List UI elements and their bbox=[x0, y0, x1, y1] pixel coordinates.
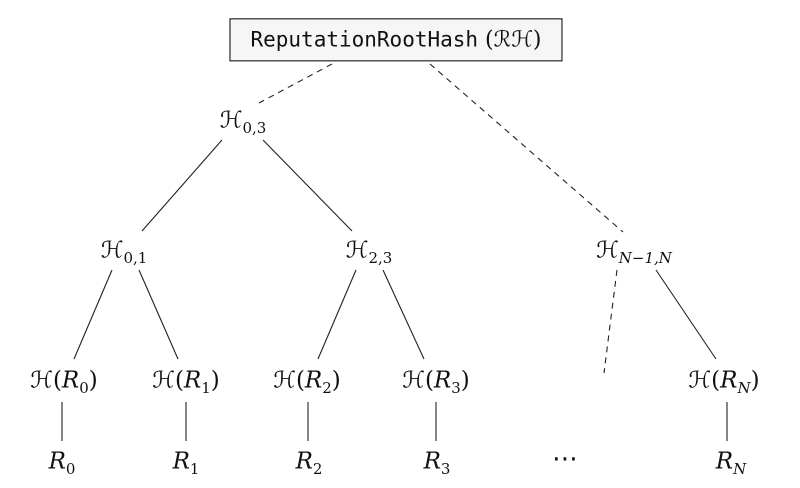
node-hash-rn-open: ℋ( bbox=[688, 367, 721, 394]
leaf-rn: RN bbox=[715, 448, 746, 476]
node-hash-r1-sub: 1 bbox=[201, 378, 211, 397]
node-hash-rn-sub: N bbox=[737, 378, 751, 397]
node-h-2-3-sub: 2,3 bbox=[368, 248, 393, 267]
leaf-rn-sub: N bbox=[733, 459, 747, 478]
node-h-0-1: ℋ0,1 bbox=[100, 237, 148, 265]
root-hash-label: ReputationRootHash bbox=[250, 27, 479, 52]
leaf-r3: R3 bbox=[423, 448, 451, 476]
node-hash-r0-var: R bbox=[61, 367, 80, 394]
root-hash-box: ReputationRootHash (ℛℋ) bbox=[229, 18, 563, 62]
edge-h01-to-hr0 bbox=[73, 269, 113, 360]
leaf-rn-var: R bbox=[715, 448, 734, 475]
node-h-n1-n: ℋN−1,N bbox=[596, 237, 672, 265]
node-h-0-3-sub: 0,3 bbox=[242, 118, 267, 137]
leaf-r2: R2 bbox=[295, 448, 323, 476]
leaf-r0: R0 bbox=[48, 448, 76, 476]
node-hash-r3-var: R bbox=[433, 367, 452, 394]
node-hash-r1: ℋ(R1) bbox=[152, 367, 220, 395]
node-hash-r0-open: ℋ( bbox=[30, 367, 62, 394]
node-h-n1-n-sub: N−1,N bbox=[618, 248, 672, 267]
node-h-0-3: ℋ0,3 bbox=[219, 107, 267, 135]
edge-h23-to-hr2 bbox=[317, 269, 357, 360]
node-hash-r2: ℋ(R2) bbox=[273, 367, 341, 395]
node-hash-r2-close: ) bbox=[331, 367, 341, 394]
node-hash-r1-var: R bbox=[183, 367, 202, 394]
node-hash-r0-sub: 0 bbox=[79, 378, 89, 397]
node-hash-r2-open: ℋ( bbox=[273, 367, 305, 394]
ellipsis-dots: ⋯ bbox=[552, 444, 578, 474]
leaf-r2-sub: 2 bbox=[312, 459, 323, 478]
edge-h01-to-hr1 bbox=[138, 269, 179, 360]
node-hash-r3-open: ℋ( bbox=[402, 367, 434, 394]
edge-root-to-h03 bbox=[258, 63, 333, 104]
node-h-2-3: ℋ2,3 bbox=[345, 237, 393, 265]
node-h-2-3-base: ℋ bbox=[345, 237, 369, 264]
edge-h03-to-h01 bbox=[141, 139, 223, 232]
leaf-r2-var: R bbox=[295, 448, 313, 475]
leaf-r3-var: R bbox=[423, 448, 441, 475]
node-h-0-1-base: ℋ bbox=[100, 237, 124, 264]
node-hash-r3-close: ) bbox=[460, 367, 470, 394]
node-hash-rn: ℋ(RN) bbox=[688, 367, 760, 395]
leaf-r0-var: R bbox=[48, 448, 66, 475]
node-h-n1-n-base: ℋ bbox=[596, 237, 619, 264]
leaf-r0-sub: 0 bbox=[65, 459, 76, 478]
node-hash-rn-var: R bbox=[720, 367, 738, 394]
node-hash-r0: ℋ(R0) bbox=[30, 367, 98, 395]
leaf-r3-sub: 3 bbox=[440, 459, 451, 478]
edge-h03-to-h23 bbox=[262, 139, 353, 232]
node-h-0-1-sub: 0,1 bbox=[123, 248, 148, 267]
edge-hN1N-to-dots bbox=[603, 269, 618, 374]
edge-h23-to-hr3 bbox=[382, 269, 425, 360]
node-h-0-3-base: ℋ bbox=[219, 107, 243, 134]
edge-hN1N-to-hrN bbox=[655, 269, 717, 360]
node-hash-r3-sub: 3 bbox=[451, 378, 461, 397]
edge-root-to-hN1N bbox=[429, 63, 624, 233]
node-hash-r2-var: R bbox=[304, 367, 323, 394]
leaf-r1-var: R bbox=[172, 448, 190, 475]
node-hash-r1-close: ) bbox=[210, 367, 220, 394]
root-hash-abbrev: (ℛℋ) bbox=[485, 27, 542, 53]
node-hash-r2-sub: 2 bbox=[322, 378, 332, 397]
leaf-r1: R1 bbox=[172, 448, 200, 476]
node-hash-r3: ℋ(R3) bbox=[402, 367, 470, 395]
node-hash-rn-close: ) bbox=[750, 367, 760, 394]
leaf-r1-sub: 1 bbox=[189, 459, 200, 478]
node-hash-r0-close: ) bbox=[88, 367, 98, 394]
node-hash-r1-open: ℋ( bbox=[152, 367, 184, 394]
